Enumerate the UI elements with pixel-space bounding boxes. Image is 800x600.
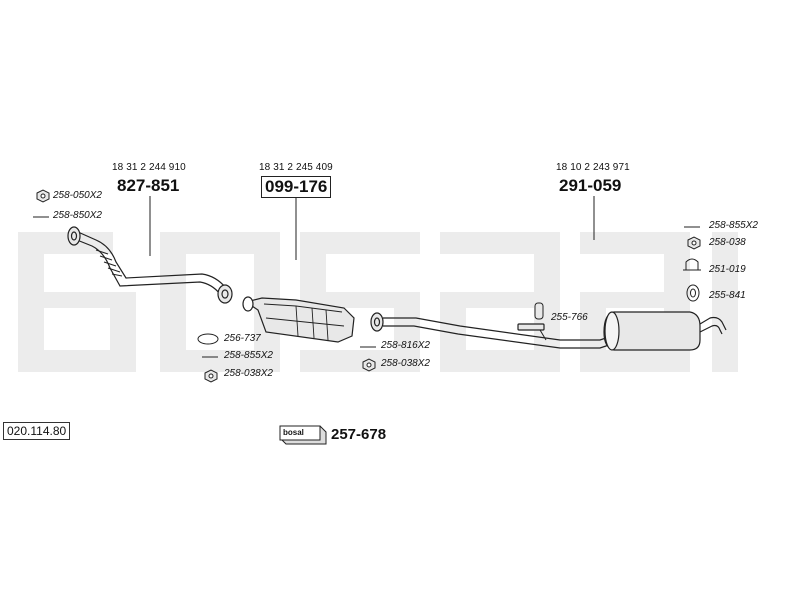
accessory-code: 256-737 (224, 333, 261, 344)
gasket-ring-icon (197, 333, 219, 345)
diagram-reference-number: 020.114.80 (3, 422, 71, 440)
accessory-code: 251-019 (709, 264, 746, 275)
oem-number: 18 31 2 245 409 (259, 162, 333, 173)
accessory-code: 255-841 (709, 290, 746, 301)
part-number: 291-059 (559, 176, 622, 195)
accessory-code: 258-038X2 (224, 368, 273, 379)
accessory-code: 255-766 (551, 312, 588, 323)
watermark-logo (18, 232, 738, 372)
accessory-code: 258-038X2 (381, 358, 430, 369)
mounting-kit-icon (279, 425, 327, 445)
catalytic-converter (242, 296, 355, 343)
rubber-hanger-icon (534, 302, 544, 320)
mounting-kit-badge: bosal (283, 428, 304, 437)
mounting-kit-code: 257-678 (331, 426, 387, 443)
accessory-code: 258-855X2 (224, 350, 273, 361)
accessory-code: 258-850X2 (53, 210, 102, 221)
accessory-icons (33, 189, 701, 383)
oem-number: 18 31 2 244 910 (112, 162, 186, 173)
part-number: 099-176 (261, 176, 332, 198)
rubber-ring-icon (686, 284, 700, 302)
leader-lines (149, 196, 595, 260)
rear-silencer (370, 311, 727, 351)
accessory-code: 258-816X2 (381, 340, 430, 351)
accessory-code: 258-855X2 (709, 220, 758, 231)
accessory-code: 258-038 (709, 237, 746, 248)
front-pipe (67, 226, 233, 304)
part-number: 827-851 (117, 176, 180, 195)
oem-number: 18 10 2 243 971 (556, 162, 630, 173)
clamp-icon (683, 258, 701, 271)
accessory-code: 258-050X2 (53, 190, 102, 201)
